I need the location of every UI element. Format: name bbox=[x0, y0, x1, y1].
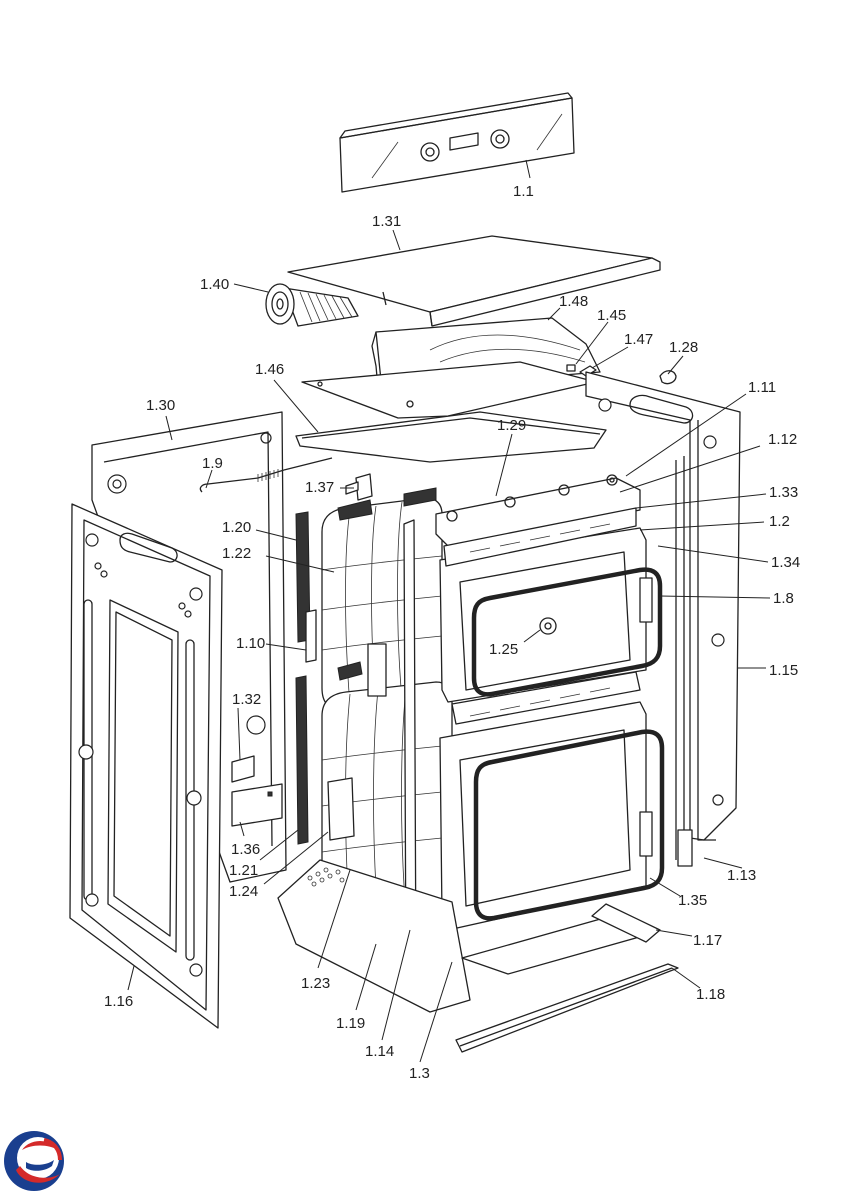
label-1.22: 1.22 bbox=[222, 545, 251, 562]
label-1.23: 1.23 bbox=[301, 975, 330, 992]
label-1.9: 1.9 bbox=[202, 455, 223, 472]
part-deflector-plate bbox=[295, 361, 607, 463]
label-1.24: 1.24 bbox=[229, 883, 258, 900]
label-1.45: 1.45 bbox=[597, 307, 626, 324]
label-1.47: 1.47 bbox=[624, 331, 653, 348]
label-1.34: 1.34 bbox=[771, 554, 800, 571]
label-1.19: 1.19 bbox=[336, 1015, 365, 1032]
part-control-panel bbox=[339, 92, 575, 193]
label-1.11: 1.11 bbox=[748, 379, 776, 396]
part-wire-spring bbox=[199, 457, 333, 493]
label-1.25: 1.25 bbox=[489, 641, 518, 658]
label-1.21: 1.21 bbox=[229, 862, 258, 879]
label-1.1: 1.1 bbox=[513, 183, 534, 200]
part-insulation-strips bbox=[295, 487, 437, 845]
part-side-brackets bbox=[231, 755, 283, 827]
label-1.13: 1.13 bbox=[727, 867, 756, 884]
label-1.16: 1.16 bbox=[104, 993, 133, 1010]
brand-logo-icon bbox=[4, 1131, 64, 1191]
part-clips bbox=[566, 364, 677, 385]
part-cooling-fan bbox=[265, 283, 359, 327]
label-1.10: 1.10 bbox=[236, 635, 265, 652]
label-1.2: 1.2 bbox=[769, 513, 790, 530]
leader-lines bbox=[127, 159, 771, 1063]
label-1.46: 1.46 bbox=[255, 361, 284, 378]
label-1.29: 1.29 bbox=[497, 417, 526, 434]
label-1.35: 1.35 bbox=[678, 892, 707, 909]
label-1.17: 1.17 bbox=[693, 932, 722, 949]
label-1.31: 1.31 bbox=[372, 213, 401, 230]
part-top-cover bbox=[287, 235, 661, 327]
label-1.36: 1.36 bbox=[231, 841, 260, 858]
label-1.33: 1.33 bbox=[769, 484, 798, 501]
label-1.12: 1.12 bbox=[768, 431, 797, 448]
part-small-bracket bbox=[345, 473, 373, 501]
label-1.32: 1.32 bbox=[232, 691, 261, 708]
part-labels: 1.1 1.31 1.40 1.48 1.45 1.47 1.28 1.46 1… bbox=[104, 183, 800, 1082]
label-1.8: 1.8 bbox=[773, 590, 794, 607]
label-1.18: 1.18 bbox=[696, 986, 725, 1003]
label-1.15: 1.15 bbox=[769, 662, 798, 679]
label-1.20: 1.20 bbox=[222, 519, 251, 536]
label-1.37: 1.37 bbox=[305, 479, 334, 496]
part-left-side-panel bbox=[69, 503, 223, 1029]
label-1.48: 1.48 bbox=[559, 293, 588, 310]
part-oven-body bbox=[277, 474, 665, 1013]
label-1.3: 1.3 bbox=[409, 1065, 430, 1082]
part-right-side-panel bbox=[585, 371, 741, 867]
label-1.30: 1.30 bbox=[146, 397, 175, 414]
label-1.14: 1.14 bbox=[365, 1043, 394, 1060]
label-1.40: 1.40 bbox=[200, 276, 229, 293]
label-1.28: 1.28 bbox=[669, 339, 698, 356]
part-bottom-rails bbox=[455, 903, 679, 1053]
